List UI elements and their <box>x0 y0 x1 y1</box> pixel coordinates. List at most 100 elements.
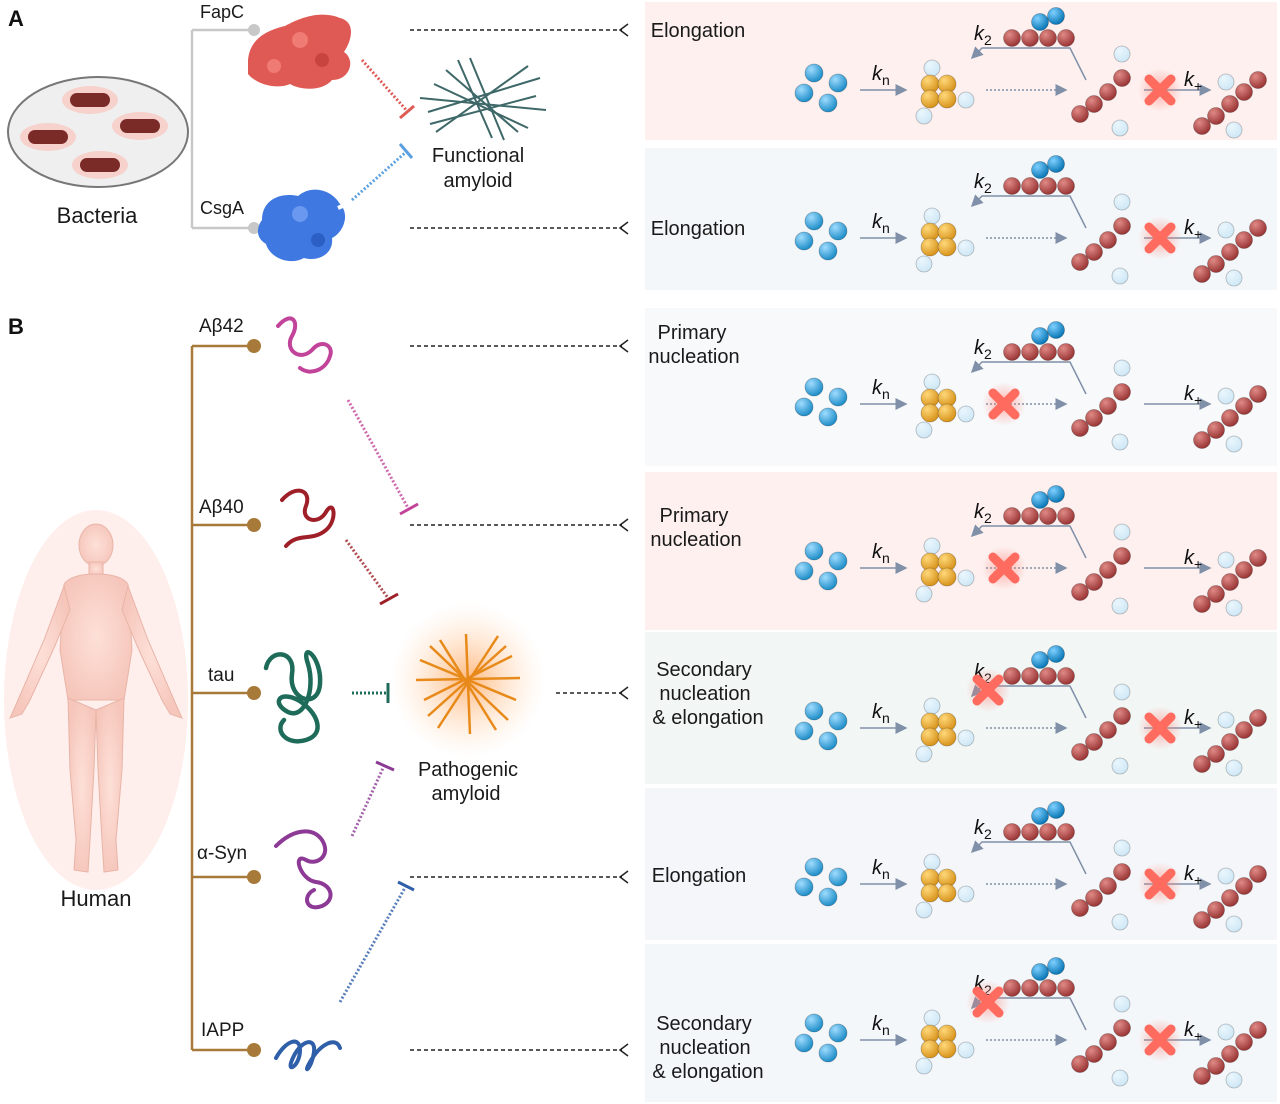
monomer <box>804 1013 824 1033</box>
fibril-unit <box>1235 877 1253 895</box>
functional-amyloid-label-1: Functional <box>432 145 524 167</box>
fibril-unit <box>1113 217 1131 235</box>
fibril-unit <box>1057 667 1075 685</box>
fibril-unit <box>1113 707 1131 725</box>
monomer <box>794 877 814 897</box>
monomer <box>794 721 814 741</box>
monomer <box>804 857 824 877</box>
fibril-unit <box>1235 561 1253 579</box>
faint-monomer <box>915 901 933 919</box>
blocked-secondary-nucleation-cross <box>966 668 1010 712</box>
faint-monomer <box>923 697 941 715</box>
row1-mechanism-line-1: Elongation <box>651 20 746 42</box>
tau-peptide <box>263 650 323 744</box>
monomer <box>818 407 838 427</box>
monomer <box>828 387 848 407</box>
fibril-unit <box>1193 1067 1211 1085</box>
pathogenic-amyloid <box>390 602 546 758</box>
blocked-secondary-nucleation-cross <box>966 980 1010 1024</box>
pathogenic-amyloid-label-2: amyloid <box>432 783 501 805</box>
faint-monomer <box>915 585 933 603</box>
oligomer <box>920 883 940 903</box>
fibril-unit <box>1085 573 1103 591</box>
monomer <box>794 561 814 581</box>
tree-a-node-fapc <box>248 24 260 36</box>
bound-monomer <box>1047 7 1065 25</box>
inhibitor-label-abeta40: Aβ40 <box>199 497 244 518</box>
fibril-unit <box>1221 1045 1239 1063</box>
bound-monomer <box>1031 651 1049 669</box>
fibril-unit <box>1039 177 1057 195</box>
oligomer <box>937 567 957 587</box>
fibril-unit <box>1057 507 1075 525</box>
bound-monomer <box>1047 485 1065 503</box>
oligomer <box>937 883 957 903</box>
fibril-unit <box>1057 29 1075 47</box>
fibril-unit <box>1039 979 1057 997</box>
fibril-unit <box>1249 865 1267 883</box>
fibril-unit <box>1021 177 1039 195</box>
oligomer <box>920 1039 940 1059</box>
faint-monomer <box>1225 121 1243 139</box>
faint-monomer <box>1217 73 1235 91</box>
fibril-unit <box>1099 877 1117 895</box>
row7-mechanism-line-3: & elongation <box>652 1061 763 1083</box>
iapp-peptide <box>274 1039 342 1072</box>
faint-monomer <box>1113 523 1131 541</box>
row7-mechanism-line-1: Secondary <box>656 1013 752 1035</box>
fibril-unit <box>1071 899 1089 917</box>
faint-monomer <box>1113 995 1131 1013</box>
fibril-unit <box>1085 733 1103 751</box>
blocked-primary-nucleation-cross <box>982 546 1026 590</box>
monomer <box>804 211 824 231</box>
fibril-unit <box>1221 889 1239 907</box>
fibril-unit <box>1003 507 1021 525</box>
faint-monomer <box>1217 1023 1235 1041</box>
fibril-unit <box>1207 745 1225 763</box>
monomer <box>794 397 814 417</box>
faint-monomer <box>957 885 975 903</box>
connectors-b <box>410 339 629 1057</box>
tree-a-node-csga <box>248 222 260 234</box>
faint-monomer <box>1225 1071 1243 1089</box>
fibril-unit <box>1221 409 1239 427</box>
faint-monomer <box>915 255 933 273</box>
fibril-unit <box>1071 105 1089 123</box>
faint-monomer <box>957 569 975 587</box>
faint-monomer <box>1111 597 1129 615</box>
fibril-unit <box>1113 383 1131 401</box>
tree-b-node-asyn <box>247 870 261 884</box>
faint-monomer <box>1113 839 1131 857</box>
fibril-unit <box>1071 1055 1089 1073</box>
oligomer <box>920 403 940 423</box>
monomer <box>818 731 838 751</box>
faint-monomer <box>1217 387 1235 405</box>
bound-monomer <box>1031 13 1049 31</box>
monomer <box>804 701 824 721</box>
faint-monomer <box>915 421 933 439</box>
monomer <box>818 887 838 907</box>
faint-monomer <box>923 373 941 391</box>
fibril-unit <box>1057 979 1075 997</box>
faint-monomer <box>923 853 941 871</box>
faint-monomer <box>1225 269 1243 287</box>
fibril-unit <box>1249 1021 1267 1039</box>
faint-monomer <box>1111 433 1129 451</box>
tree-b-node-abeta40 <box>247 518 261 532</box>
fibril-unit <box>1071 253 1089 271</box>
bound-monomer <box>1047 801 1065 819</box>
tree-b-node-tau <box>247 686 261 700</box>
fibril-unit <box>1193 265 1211 283</box>
faint-monomer <box>1113 193 1131 211</box>
oligomer <box>920 727 940 747</box>
inhibitor-label-fapc: FapC <box>200 2 244 22</box>
faint-monomer <box>957 91 975 109</box>
monomer <box>804 377 824 397</box>
fibril-unit <box>1249 709 1267 727</box>
bound-monomer <box>1047 957 1065 975</box>
fibril-unit <box>1021 979 1039 997</box>
faint-monomer <box>1217 551 1235 569</box>
bound-monomer <box>1047 645 1065 663</box>
